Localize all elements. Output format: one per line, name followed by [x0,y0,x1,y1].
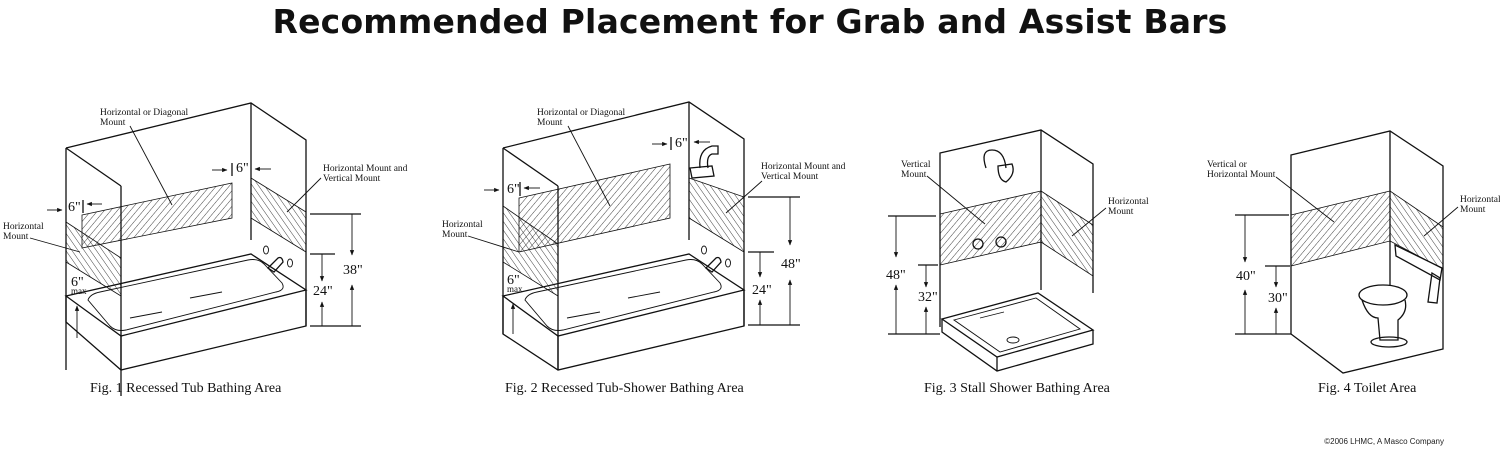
fig4-leader-back-wall [1275,176,1335,223]
fig3-label-back-wall-line2: Mount [901,170,927,180]
fig1-caption: Fig. 1 Recessed Tub Bathing Area [90,381,282,396]
fig3-label-back-wall-line1: Vertical [901,160,931,170]
fig3-side-wall-zone [1040,190,1094,277]
fig4-toilet-icon [1358,243,1443,348]
fig2-dim-bottom-offset: 6" [507,273,520,288]
fig2-label-end-wall-line2: Mount [442,230,468,240]
figure-3-stall-shower: Vertical Mount Horizontal Mount 48" 32" … [886,129,1149,396]
fig2-dim-lower-height: 24" [752,283,772,298]
fig2-label-back-wall-line1: Horizontal or Diagonal [537,108,625,118]
fig2-leader-end-wall [467,235,520,253]
fig2-label-end-wall-line1: Horizontal [442,220,483,230]
fig2-dim-left-offset: 6" [507,182,520,197]
fig2-side-wall-zone [688,177,745,253]
page-title: Recommended Placement for Grab and Assis… [272,2,1228,41]
fig4-caption: Fig. 4 Toilet Area [1318,381,1417,396]
figure-1-recessed-tub: Horizontal or Diagonal Mount Horizontal … [3,102,408,396]
fig2-dim-upper-height: 48" [781,257,801,272]
fig1-leader-end-wall [29,237,81,253]
fig4-back-wall-zone [1290,190,1391,267]
fig2-dim-right-offset: 6" [675,136,688,151]
fig1-label-end-wall-line2: Mount [3,232,29,242]
fig2-leader-side-wall [725,180,763,214]
fig2-label-side-wall-line1: Horizontal Mount and [761,162,846,172]
fig1-label-side-wall-line1: Horizontal Mount and [323,164,408,174]
fig2-dim-bottom-note: max [507,284,523,294]
fig4-label-side-wall-line2: Mount [1460,205,1486,215]
fig1-label-back-wall-line2: Mount [100,118,126,128]
fig3-shower-head-icon [983,149,1014,183]
fig4-label-side-wall-line1: Horizontal [1460,195,1500,205]
fig2-label-back-wall-line2: Mount [537,118,563,128]
fig1-label-end-wall-line1: Horizontal [3,222,44,232]
fig3-dim-lower-height: 32" [918,290,938,305]
fig3-label-side-wall-line1: Horizontal [1108,197,1149,207]
fig1-end-wall-zone [65,221,122,297]
figure-4-toilet: Vertical or Horizontal Mount Horizontal … [1207,130,1500,396]
fig1-label-back-wall-line1: Horizontal or Diagonal [100,108,188,118]
fig1-label-side-wall-line2: Vertical Mount [323,174,381,184]
copyright-notice: ©2006 LHMC, A Masco Company [1324,437,1444,446]
fig3-back-wall-zone [939,190,1042,266]
fig1-dim-bottom-offset: 6" [71,275,84,290]
fig3-leader-side-wall [1071,207,1107,237]
fig4-dim-lower-height: 30" [1268,291,1288,306]
fig1-leader-side-wall [286,177,322,213]
fig1-dim-left-offset: 6" [68,200,81,215]
fig4-leader-side-wall [1423,206,1459,237]
fig1-dim-right-offset: 6" [236,161,249,176]
fig1-dim-upper-height: 38" [343,263,363,278]
fig2-tub [501,245,746,371]
fig1-dim-lower-height: 24" [313,284,333,299]
fig2-caption: Fig. 2 Recessed Tub-Shower Bathing Area [505,381,745,396]
fig1-leader-back-wall [129,125,173,206]
fig3-shower-pan [940,292,1095,372]
fig3-caption: Fig. 3 Stall Shower Bathing Area [924,381,1111,396]
fig1-back-wall-zone [81,182,233,249]
fig2-shower-head-icon [689,145,719,179]
fig4-side-wall-zone [1389,190,1444,270]
fig2-label-side-wall-line2: Vertical Mount [761,172,819,182]
fig1-side-wall-zone [250,177,307,253]
fig3-dim-upper-height: 48" [886,268,906,283]
fig3-leader-back-wall [926,175,986,225]
fig4-label-back-wall-line2: Horizontal Mount [1207,170,1276,180]
fig2-leader-back-wall [567,125,611,207]
fig4-label-back-wall-line1: Vertical or [1207,160,1248,170]
fig2-end-wall-zone [502,205,559,297]
fig4-dim-upper-height: 40" [1236,269,1256,284]
figure-2-recessed-tub-shower: Horizontal or Diagonal Mount Horizontal … [442,101,846,396]
fig3-label-side-wall-line2: Mount [1108,207,1134,217]
fig1-dim-bottom-note: max [71,286,87,296]
fig1-tub [64,245,308,371]
fig3-valves [972,236,1007,250]
